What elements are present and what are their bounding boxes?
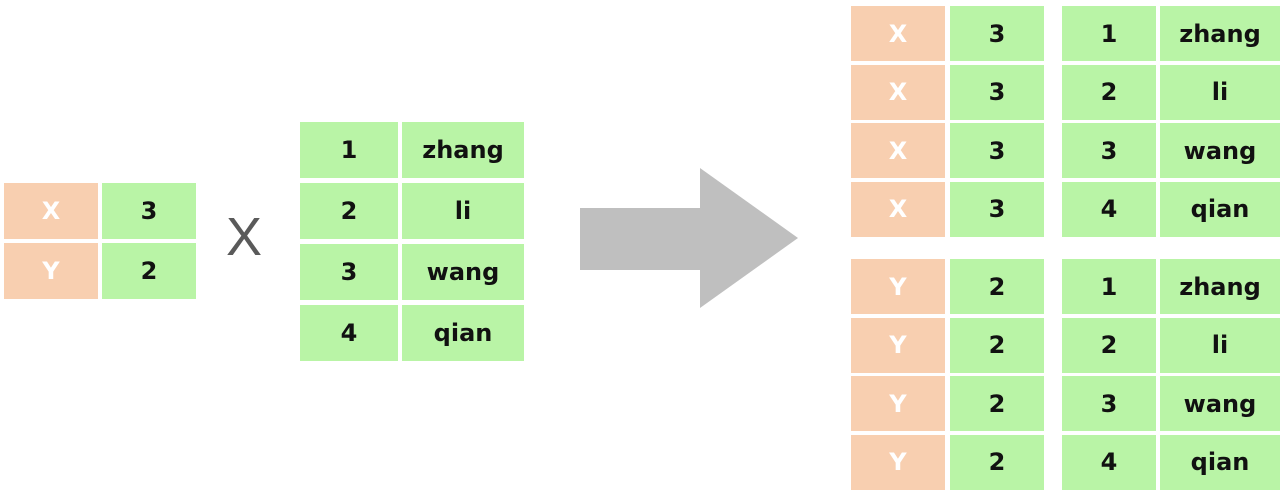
left-value-cell: 3: [102, 183, 196, 239]
result-value-cell: 3: [950, 64, 1044, 120]
right-name-cell: li: [402, 183, 524, 239]
result-id-cell: 4: [1062, 181, 1156, 237]
result-key-cell: X: [851, 123, 945, 178]
result-value-cell: 3: [950, 123, 1044, 178]
result-key-cell: X: [851, 64, 945, 120]
result-id-cell: 2: [1062, 317, 1156, 373]
right-name-cell: qian: [402, 305, 524, 361]
right-name-cell: wang: [402, 244, 524, 300]
result-value-cell: 2: [950, 376, 1044, 431]
result-name-cell: zhang: [1160, 6, 1280, 61]
right-name-cell: zhang: [402, 122, 524, 178]
result-name-cell: li: [1160, 317, 1280, 373]
result-value-cell: 3: [950, 6, 1044, 61]
result-name-cell: zhang: [1160, 259, 1280, 314]
result-key-cell: Y: [851, 376, 945, 431]
result-id-cell: 3: [1062, 123, 1156, 178]
right-id-cell: 4: [300, 305, 398, 361]
result-name-cell: qian: [1160, 434, 1280, 490]
left-value-cell: 2: [102, 243, 196, 299]
left-key-cell: X: [4, 183, 98, 239]
result-key-cell: Y: [851, 259, 945, 314]
result-name-cell: wang: [1160, 123, 1280, 178]
result-name-cell: qian: [1160, 181, 1280, 237]
result-value-cell: 2: [950, 317, 1044, 373]
result-value-cell: 2: [950, 259, 1044, 314]
result-id-cell: 3: [1062, 376, 1156, 431]
result-value-cell: 3: [950, 181, 1044, 237]
result-id-cell: 1: [1062, 6, 1156, 61]
result-id-cell: 4: [1062, 434, 1156, 490]
result-id-cell: 2: [1062, 64, 1156, 120]
result-key-cell: Y: [851, 317, 945, 373]
result-name-cell: wang: [1160, 376, 1280, 431]
result-name-cell: li: [1160, 64, 1280, 120]
result-id-cell: 1: [1062, 259, 1156, 314]
right-id-cell: 2: [300, 183, 398, 239]
result-key-cell: X: [851, 6, 945, 61]
right-id-cell: 1: [300, 122, 398, 178]
right-id-cell: 3: [300, 244, 398, 300]
left-key-cell: Y: [4, 243, 98, 299]
right-arrow-icon: [580, 168, 798, 308]
result-value-cell: 2: [950, 434, 1044, 490]
result-key-cell: X: [851, 181, 945, 237]
result-key-cell: Y: [851, 434, 945, 490]
multiply-operator: X: [226, 207, 263, 267]
